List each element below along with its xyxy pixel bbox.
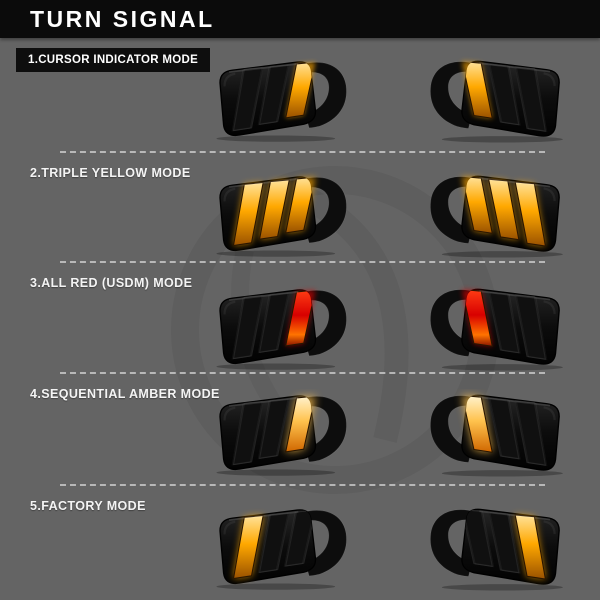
- mode-row: 5.FACTORY MODE: [0, 484, 600, 600]
- tail-light-right-image: [412, 283, 578, 371]
- tail-light-right-image: [412, 55, 578, 143]
- tail-light-right-image: [412, 389, 578, 477]
- row-separator: [60, 151, 545, 153]
- header-bar: TURN SIGNAL: [0, 0, 600, 38]
- tail-light-left-image: [202, 389, 364, 477]
- tail-light-left-image: [202, 503, 364, 591]
- tail-light-left-image: [202, 170, 364, 258]
- tail-light-right-image: [412, 170, 578, 258]
- row-separator: [60, 484, 545, 486]
- mode-label: 1.CURSOR INDICATOR MODE: [16, 48, 211, 72]
- tail-light-left-image: [202, 283, 364, 371]
- tail-light-left-image: [202, 55, 364, 143]
- mode-label: 4.SEQUENTIAL AMBER MODE: [30, 387, 220, 401]
- tail-light-right-image: [412, 503, 578, 591]
- page-title: TURN SIGNAL: [30, 6, 215, 32]
- row-separator: [60, 372, 545, 374]
- mode-label: 2.TRIPLE YELLOW MODE: [30, 166, 191, 180]
- mode-row: 4.SEQUENTIAL AMBER MODE: [0, 372, 600, 485]
- mode-label: 3.ALL RED (USDM) MODE: [30, 276, 193, 290]
- mode-label: 5.FACTORY MODE: [30, 499, 146, 513]
- mode-row: 2.TRIPLE YELLOW MODE: [0, 151, 600, 262]
- mode-row: 1.CURSOR INDICATOR MODE: [0, 40, 600, 152]
- row-separator: [60, 261, 545, 263]
- mode-row: 3.ALL RED (USDM) MODE: [0, 261, 600, 373]
